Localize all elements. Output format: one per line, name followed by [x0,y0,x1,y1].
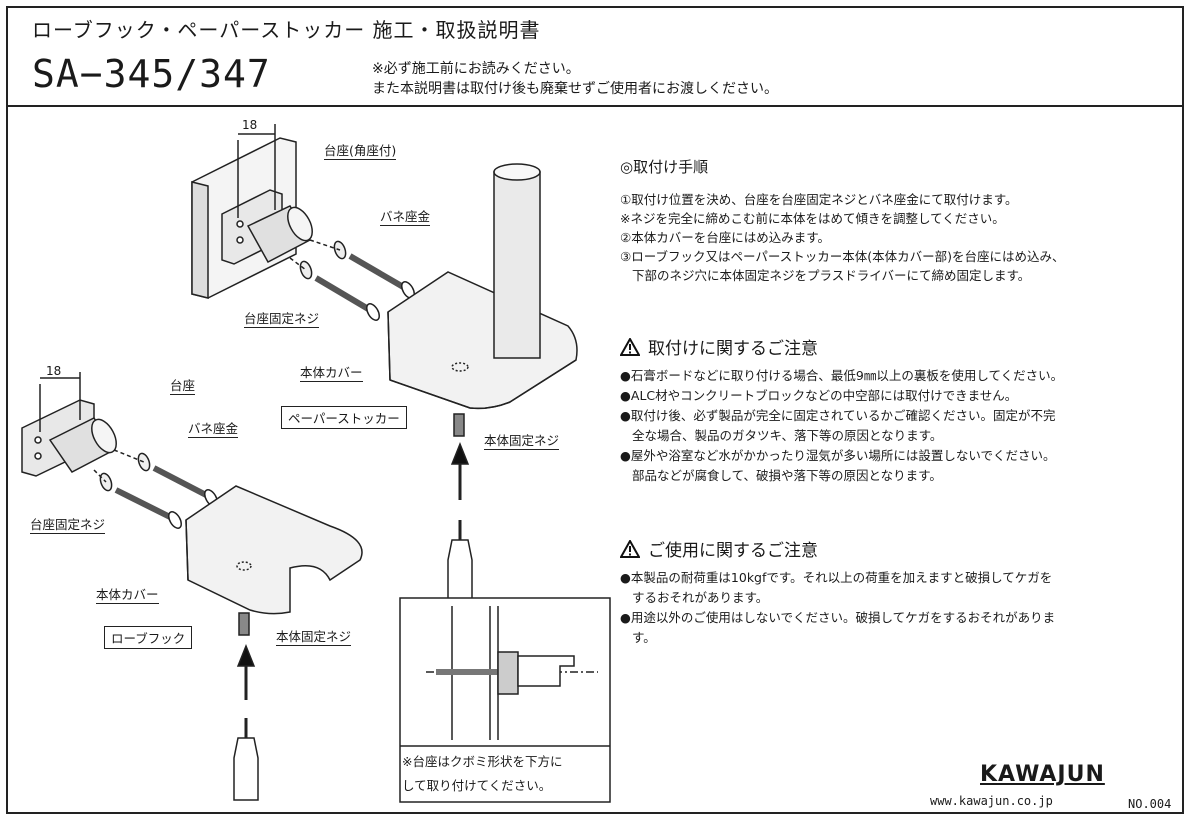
inset-caption-line2: して取り付けてください。 [402,778,552,793]
install-caution-heading: 取付けに関するご注意 [620,334,818,359]
hook-name-label: ローブフック [104,626,193,649]
list-item: 下部のネジ穴に本体固定ネジをプラスドライバーにて締め固定します。 [632,268,1031,283]
list-item: ①取付け位置を決め、台座を台座固定ネジとバネ座金にて取付けます。 [620,192,1018,207]
list-item: す。 [632,630,656,645]
header-note-1: ※必ず施工前にお読みください。 [372,61,580,77]
stocker-body-screw-label: 本体固定ネジ [484,430,560,450]
body-screw-icon [453,413,465,437]
procedure-heading: ◎取付け手順 [620,158,709,176]
document-title: ローブフック・ペーパーストッカー 施工・取扱説明書 [32,18,541,42]
list-item: ●本製品の耐荷重は10kgfです。それ以上の荷重を加えますと破損してケガを [620,570,1053,585]
stocker-pole [493,171,541,359]
document-number: NO.004 [1128,797,1172,811]
arrow-up-icon [450,441,470,465]
hook-cover-label: 本体カバー [96,584,159,604]
hook-dimension: 18 [46,364,62,378]
website-url: www.kawajun.co.jp [930,794,1053,808]
brand-logo: KAWAJUN [980,762,1105,787]
stocker-screw-label: 台座固定ネジ [244,308,320,328]
warning-triangle-icon [620,539,640,558]
stocker-body-cover [387,271,578,410]
inset-detail-box [399,597,611,803]
hook-base-label: 台座 [170,375,196,395]
list-item: ●石膏ボードなどに取り付ける場合、最低9㎜以上の裏板を使用してください。 [620,368,1064,383]
stocker-dimension: 18 [242,118,258,132]
list-item: ●取付け後、必ず製品が完全に固定されているかご確認ください。固定が不完 [620,408,1056,423]
install-caution-title: 取付けに関するご注意 [648,339,818,359]
list-item: ※ネジを完全に締めこむ前に本体をはめて傾きを調整してください。 [620,211,1005,226]
list-item: ●用途以外のご使用はしないでください。破損してケガをするおそれがありま [620,610,1056,625]
stocker-cover-label: 本体カバー [300,362,363,382]
hook-spring-label: バネ座金 [188,418,239,438]
list-item: ●屋外や浴室など水がかかったり湿気が多い場所には設置しないでください。 [620,448,1056,463]
stocker-base-label: 台座(角座付) [324,140,397,160]
hook-body-cover [185,485,363,615]
hook-screw-label: 台座固定ネジ [30,514,106,534]
list-item: ③ローブフック又はペーパーストッカー本体(本体カバー部)を台座にはめ込み、 [620,249,1065,264]
header-divider [6,105,1184,107]
inset-caption-line1: ※台座はクボミ形状を下方に [402,754,563,769]
warning-triangle-icon [620,337,640,356]
inset-caption: ※台座はクボミ形状を下方に して取り付けてください。 [402,750,608,798]
screw-icon [314,275,372,313]
list-item: するおそれがあります。 [632,590,769,605]
list-item: ②本体カバーを台座にはめ込みます。 [620,230,830,245]
list-item: 全な場合、製品のガタツキ、落下等の原因となります。 [632,428,943,443]
hook-body-screw-label: 本体固定ネジ [276,626,352,646]
header-note-2: また本説明書は取付け後も廃棄せずご使用者にお渡しください。 [372,81,778,97]
stocker-spring-label: バネ座金 [380,206,431,226]
stocker-name-label: ペーパーストッカー [281,406,407,429]
list-item: ●ALC材やコンクリートブロックなどの中空部には取付けできません。 [620,388,1018,403]
procedure-list: ①取付け位置を決め、台座を台座固定ネジとバネ座金にて取付けます。 ※ネジを完全に… [620,190,1165,285]
list-item: 部品などが腐食して、破損や落下等の原因となります。 [632,468,942,483]
model-number: SA−345/347 [32,52,271,96]
use-caution-list: ●本製品の耐荷重は10kgfです。それ以上の荷重を加えますと破損してケガを する… [620,568,1165,648]
use-caution-title: ご使用に関するご注意 [648,541,818,561]
page-frame [6,6,1184,814]
install-caution-list: ●石膏ボードなどに取り付ける場合、最低9㎜以上の裏板を使用してください。 ●AL… [620,366,1165,486]
use-caution-heading: ご使用に関するご注意 [620,536,818,561]
